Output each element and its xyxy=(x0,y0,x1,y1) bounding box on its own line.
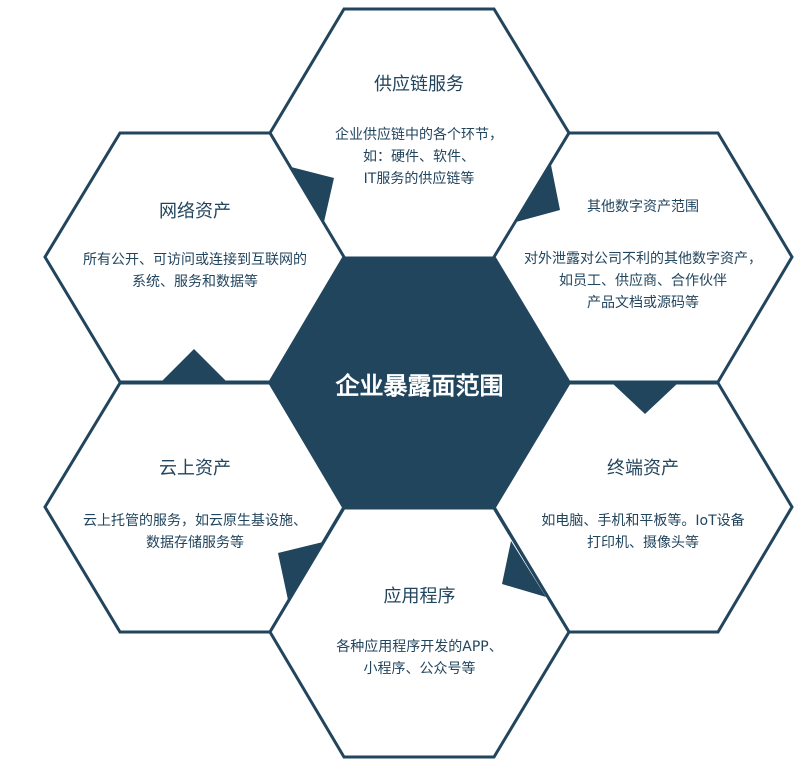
desc-line: 打印机、摄像头等 xyxy=(587,535,699,551)
desc-line: 小程序、公众号等 xyxy=(363,661,476,677)
connector-arrow-icon xyxy=(502,541,546,597)
hex-title-network-assets: 网络资产 xyxy=(159,201,231,222)
hex-title-applications: 应用程序 xyxy=(383,586,456,607)
connector-arrow-icon xyxy=(278,542,323,600)
desc-line: 所有公开、可访问或连接到互联网的 xyxy=(83,252,307,268)
desc-line: 如：硬件、软件、 xyxy=(363,149,475,165)
desc-line: 企业供应链中的各个环节， xyxy=(335,127,503,143)
desc-line: 对外泄露对公司不利的其他数字资产， xyxy=(524,251,762,267)
hex-desc-other-digital-assets: 对外泄露对公司不利的其他数字资产， 如员工、供应商、合作伙伴 产品文档或源码等 xyxy=(494,248,792,314)
hex-title-endpoint-assets: 终端资产 xyxy=(607,458,679,479)
desc-line: 云上托管的服务，如云原生基设施、 xyxy=(83,513,307,529)
desc-line: 产品文档或源码等 xyxy=(587,295,699,311)
connector-arrow-icon xyxy=(161,349,227,382)
desc-line: 数据存储服务等 xyxy=(146,535,244,551)
center-title: 企业暴露面范围 xyxy=(335,372,504,400)
desc-line: IT服务的供应链等 xyxy=(363,171,475,187)
connector-arrow-icon xyxy=(516,165,560,222)
desc-line: 各种应用程序开发的APP、 xyxy=(336,639,503,655)
desc-line: 如员工、供应商、合作伙伴 xyxy=(559,273,727,289)
hex-desc-supply-chain: 企业供应链中的各个环节， 如：硬件、软件、 IT服务的供应链等 xyxy=(269,124,569,190)
connector-arrow-icon xyxy=(291,167,334,222)
hex-center xyxy=(268,256,571,510)
desc-line: 系统、服务和数据等 xyxy=(132,274,258,290)
hex-desc-network-assets: 所有公开、可访问或连接到互联网的 系统、服务和数据等 xyxy=(45,249,345,293)
connector-arrow-icon xyxy=(612,383,678,414)
hex-title-cloud-assets: 云上资产 xyxy=(159,458,231,479)
hex-desc-applications: 各种应用程序开发的APP、 小程序、公众号等 xyxy=(270,636,569,680)
hex-desc-endpoint-assets: 如电脑、手机和平板等。IoT设备 打印机、摄像头等 xyxy=(494,510,792,554)
hex-desc-cloud-assets: 云上托管的服务，如云原生基设施、 数据存储服务等 xyxy=(45,510,345,554)
hex-title-supply-chain: 供应链服务 xyxy=(374,74,464,95)
hex-title-other-digital-assets: 其他数字资产范围 xyxy=(587,199,699,215)
desc-line: 如电脑、手机和平板等。IoT设备 xyxy=(541,513,745,529)
